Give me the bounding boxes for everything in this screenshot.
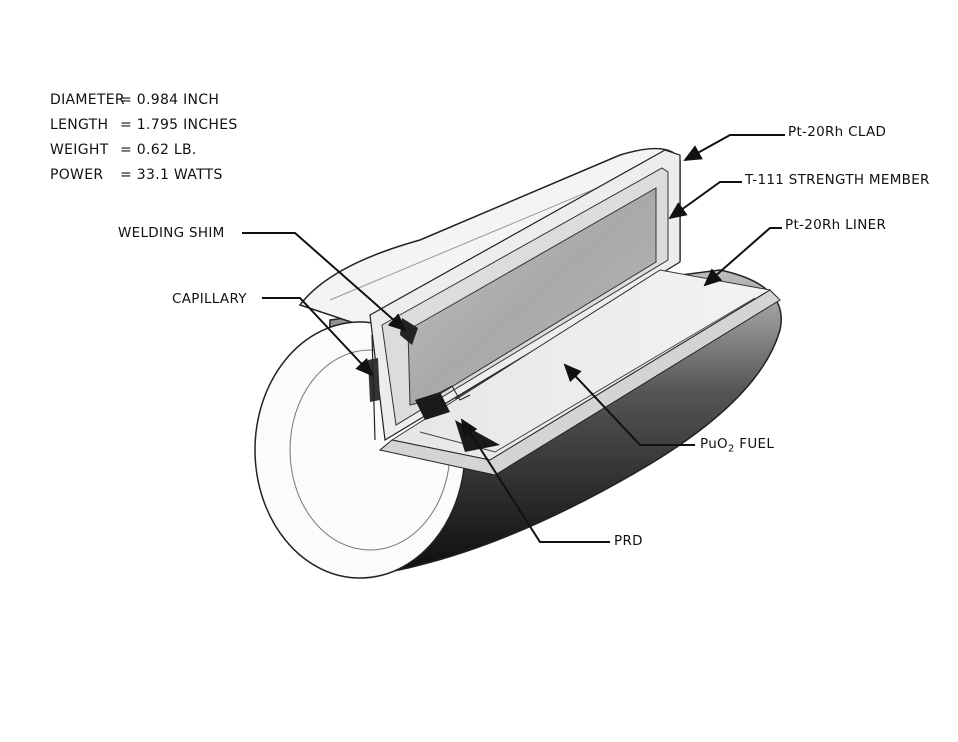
spec-value: = 33.1 WATTS xyxy=(120,167,223,183)
label-strength-member: T-111 STRENGTH MEMBER xyxy=(745,172,930,188)
leader-prd xyxy=(460,418,610,543)
label-fuel-prefix: PuO xyxy=(700,436,728,452)
label-clad: Pt-20Rh CLAD xyxy=(788,124,887,140)
leader-fuel xyxy=(563,363,695,446)
fuel-back-face xyxy=(407,187,657,406)
label-welding-shim: WELDING SHIM xyxy=(118,225,225,241)
spec-label: LENGTH xyxy=(50,117,109,133)
prd-block xyxy=(415,392,450,420)
spec-value: = 0.62 LB. xyxy=(120,142,197,158)
leader-strength-member xyxy=(668,181,742,220)
liner-edge xyxy=(378,289,781,476)
label-liner: Pt-20Rh LINER xyxy=(785,217,887,233)
leader-welding-shim xyxy=(242,232,407,332)
leader-clad xyxy=(683,134,785,161)
label-prd: PRD xyxy=(614,533,643,549)
spec-value: = 0.984 INCH xyxy=(120,92,220,108)
spec-label: DIAMETER xyxy=(50,92,125,108)
spec-value: = 1.795 INCHES xyxy=(120,117,238,133)
label-fuel-subscript: 2 xyxy=(728,443,735,455)
label-capillary: CAPILLARY xyxy=(172,291,247,307)
leader-capillary xyxy=(262,297,374,377)
label-fuel: PuO2 FUEL xyxy=(700,436,774,455)
spec-label: POWER xyxy=(50,167,104,183)
spec-label: WEIGHT xyxy=(50,142,109,158)
label-fuel-suffix: FUEL xyxy=(734,436,775,452)
leader-liner xyxy=(703,227,782,287)
